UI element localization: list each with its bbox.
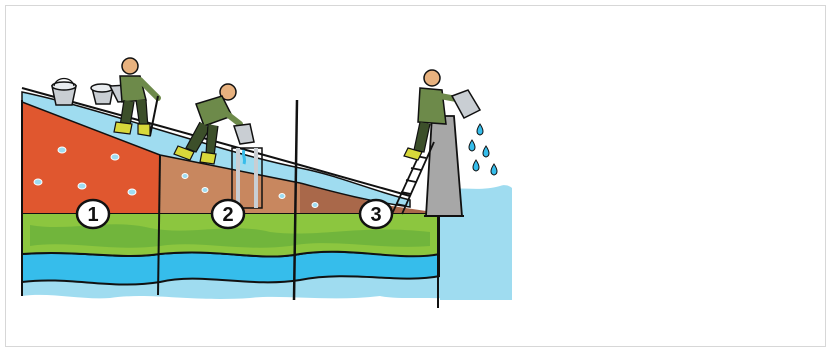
stage-label-2: 2 bbox=[222, 204, 233, 226]
stage-marker-2: 2 bbox=[212, 200, 244, 228]
stage-label-3: 3 bbox=[370, 204, 381, 226]
bucket-icon bbox=[52, 79, 76, 106]
water-drop-icon bbox=[469, 124, 497, 175]
tower-icon bbox=[424, 116, 464, 216]
worker-icon bbox=[174, 84, 254, 164]
stage-marker-3: 3 bbox=[360, 200, 392, 228]
stage-marker-1: 1 bbox=[77, 200, 109, 228]
stage-label-1: 1 bbox=[87, 204, 98, 226]
